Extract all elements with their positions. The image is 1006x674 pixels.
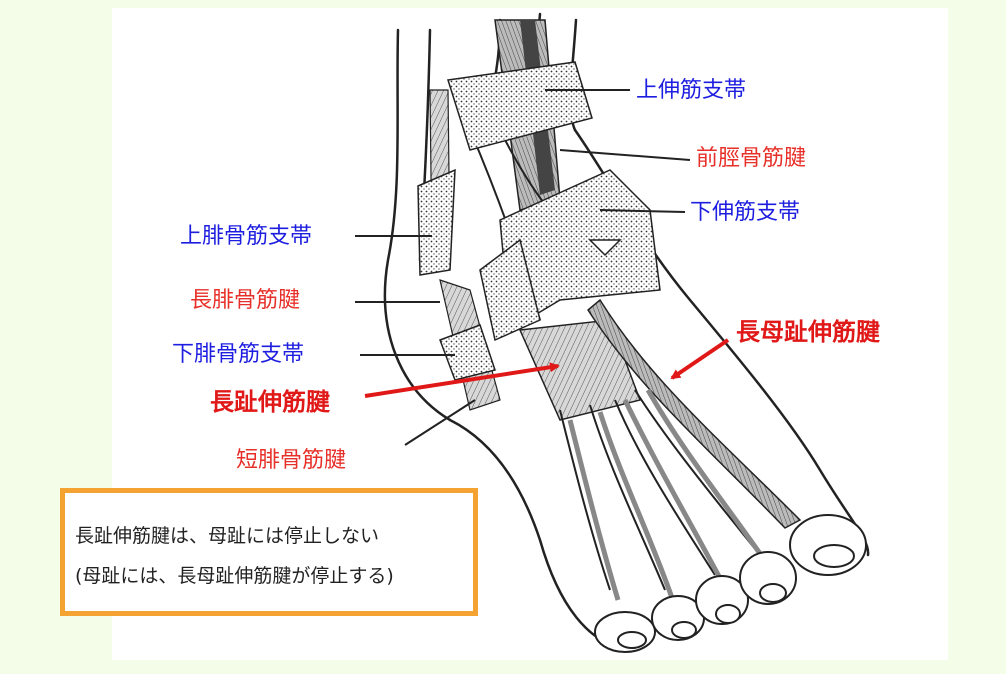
- label-peroneus-brevis-tendon: 短腓骨筋腱: [236, 448, 347, 473]
- label-tibialis-anterior-tendon: 前脛骨筋腱: [696, 146, 807, 171]
- label-peroneus-longus-tendon: 長腓骨筋腱: [190, 288, 301, 313]
- label-extensor-hallucis-longus-tendon: 長母趾伸筋腱: [736, 318, 880, 346]
- note-line-1: 長趾伸筋腱は、母趾には停止しない: [75, 525, 380, 547]
- toes: [594, 514, 867, 653]
- label-superior-peroneal-retinaculum: 上腓骨筋支帯: [180, 224, 313, 249]
- label-inferior-peroneal-retinaculum: 下腓骨筋支帯: [172, 342, 305, 367]
- label-extensor-digitorum-longus-tendon: 長趾伸筋腱: [210, 388, 330, 416]
- foot-illustration: [355, 12, 870, 653]
- retinacula: [417, 61, 661, 381]
- red-arrows: [364, 338, 730, 398]
- note-line-2: (母趾には、長母趾伸筋腱が停止する): [75, 565, 394, 587]
- note-box: 長趾伸筋腱は、母趾には停止しない (母趾には、長母趾伸筋腱が停止する): [60, 488, 478, 616]
- label-superior-extensor-retinaculum: 上伸筋支帯: [636, 78, 747, 103]
- foot-tendons: [518, 298, 802, 601]
- leader-lines: [355, 89, 691, 446]
- label-inferior-extensor-retinaculum: 下伸筋支帯: [690, 200, 801, 225]
